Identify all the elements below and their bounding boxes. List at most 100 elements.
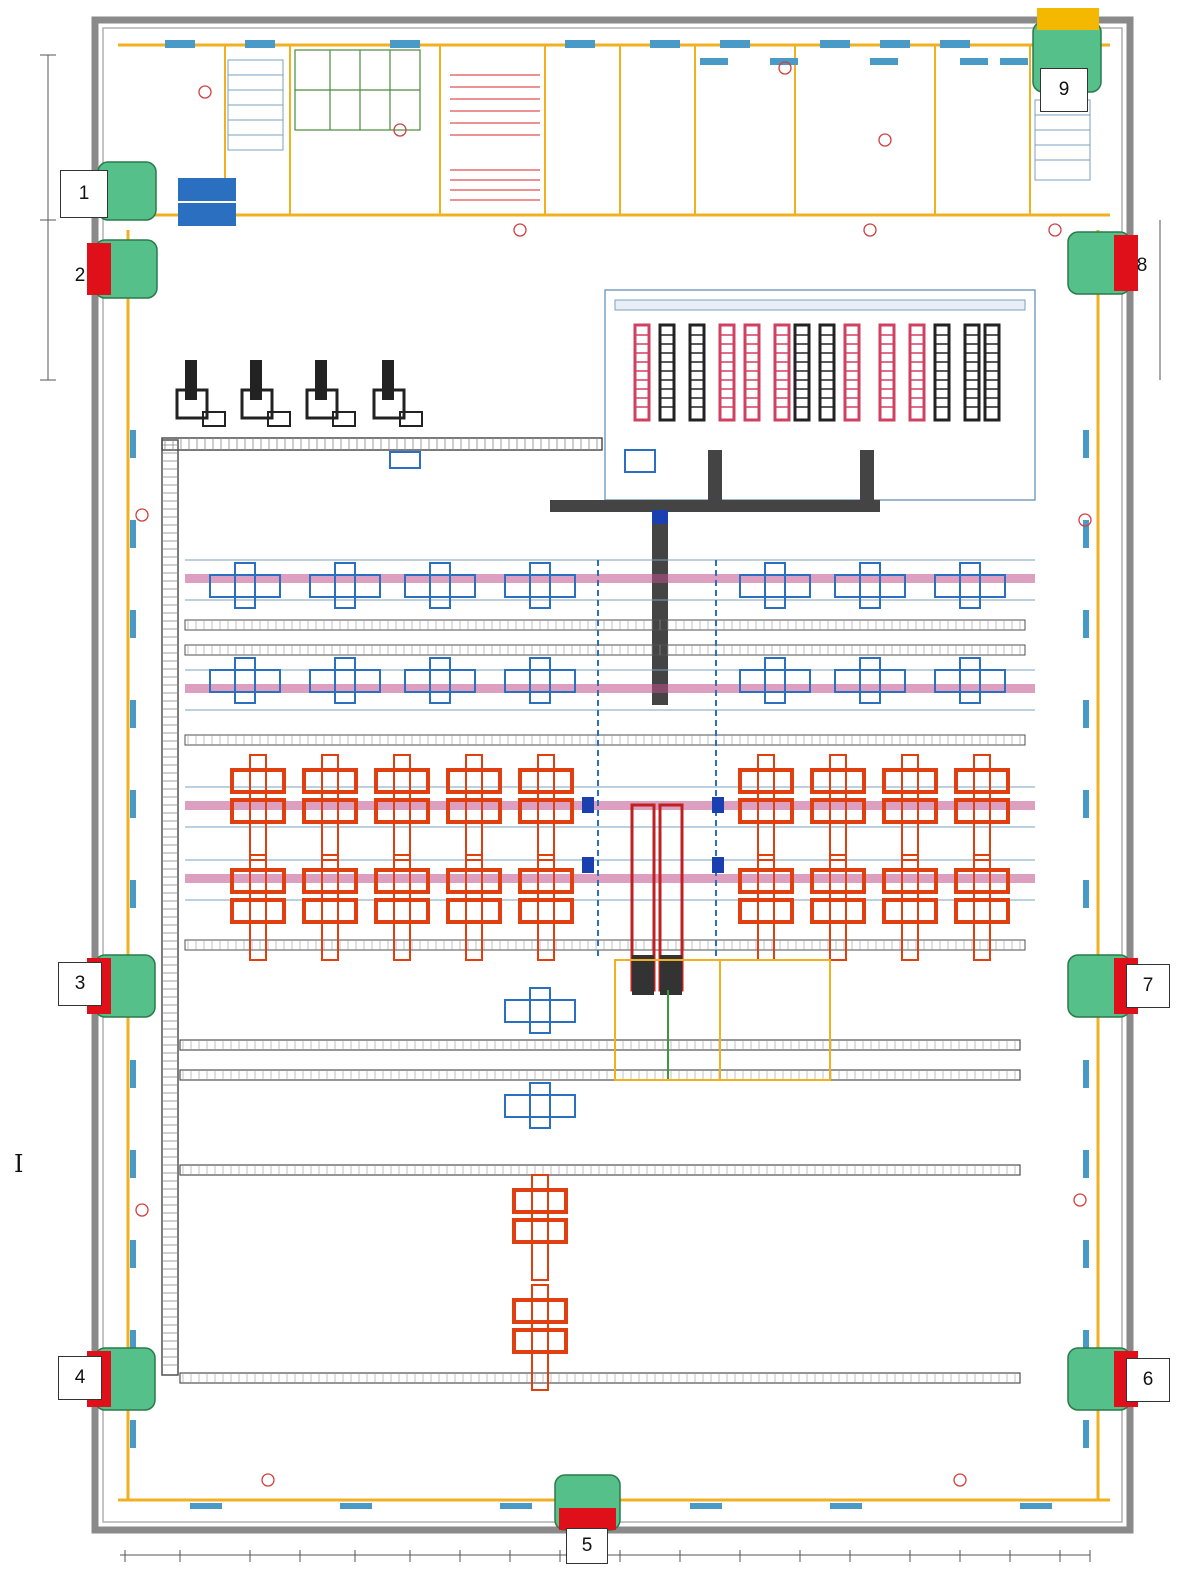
loading-docks <box>87 21 1138 1531</box>
process-rack <box>963 323 981 422</box>
orange-column <box>901 854 919 961</box>
window <box>940 40 970 48</box>
window <box>1000 58 1028 65</box>
orange-arm <box>374 768 430 794</box>
orange-arm <box>954 798 1010 824</box>
track <box>185 874 1035 883</box>
gate-label-7: 7 <box>1126 964 1170 1008</box>
column-marker <box>878 133 892 147</box>
column-marker <box>1048 223 1062 237</box>
column-markers <box>135 61 1092 1487</box>
loader-body <box>372 388 406 420</box>
blue-core <box>334 657 356 704</box>
window <box>130 1240 136 1268</box>
blue-post <box>582 857 594 873</box>
bottom-dimension-ticks <box>124 1550 1091 1562</box>
track <box>185 684 1035 693</box>
window <box>700 58 728 65</box>
process-rack <box>878 323 896 422</box>
window <box>830 1503 862 1509</box>
dock-door <box>559 1508 616 1530</box>
process-rack <box>658 323 676 422</box>
blue-frame <box>209 669 281 693</box>
orange-column <box>321 854 339 961</box>
orange-column <box>973 854 991 961</box>
orange-arm <box>954 898 1010 924</box>
loader-body <box>175 388 209 420</box>
column-marker <box>513 223 527 237</box>
left-roller-conveyor <box>161 437 603 1376</box>
conveyor-belt <box>179 1069 1021 1081</box>
column-marker <box>393 123 407 137</box>
blue-frame <box>209 574 281 598</box>
yellow-block <box>1037 8 1099 30</box>
blue-core <box>529 1082 551 1129</box>
process-rack <box>818 323 836 422</box>
column-marker <box>261 1473 275 1487</box>
window <box>1020 1503 1052 1509</box>
window <box>1083 700 1089 728</box>
orange-arm <box>882 768 938 794</box>
blue-frame <box>934 574 1006 598</box>
blue-frame <box>309 669 381 693</box>
window <box>130 700 136 728</box>
window <box>130 1330 136 1358</box>
window <box>1083 1330 1089 1358</box>
orange-arm <box>810 898 866 924</box>
orange-column <box>465 754 483 861</box>
dock-door <box>1114 235 1138 291</box>
orange-arm <box>302 798 358 824</box>
orange-column <box>757 754 775 861</box>
window <box>1083 430 1089 458</box>
column-marker <box>863 223 877 237</box>
gate-label-9: 9 <box>1040 68 1088 112</box>
process-rack <box>793 323 811 422</box>
blue-core <box>959 562 981 609</box>
window <box>1083 1420 1089 1448</box>
orange-column <box>829 754 847 861</box>
track <box>185 574 1035 583</box>
conveyor-belt <box>184 644 1026 656</box>
orange-arm <box>882 868 938 894</box>
loader-fork <box>332 411 356 427</box>
orange-arm <box>738 868 794 894</box>
orange-arm <box>446 898 502 924</box>
orange-arm <box>738 898 794 924</box>
window <box>340 1503 372 1509</box>
blue-core <box>859 657 881 704</box>
orange-column <box>901 754 919 861</box>
blue-core <box>764 657 786 704</box>
blue-core <box>859 562 881 609</box>
orange-arm <box>302 768 358 794</box>
column-marker <box>135 508 149 522</box>
blue-frame <box>739 669 811 693</box>
orange-column <box>321 754 339 861</box>
process-rack <box>688 323 706 422</box>
window <box>1083 610 1089 638</box>
window <box>870 58 898 65</box>
orange-column <box>393 854 411 961</box>
storage-racks <box>450 74 540 201</box>
blue-frame <box>504 999 576 1023</box>
window <box>650 40 680 48</box>
blue-core <box>764 562 786 609</box>
gate-label-6: 6 <box>1126 1358 1170 1402</box>
blue-core <box>334 562 356 609</box>
blue-core <box>429 562 451 609</box>
conveyor-belt <box>179 1372 1021 1384</box>
orange-column <box>829 854 847 961</box>
loader-fork <box>399 411 423 427</box>
orange-column <box>249 854 267 961</box>
blue-frame <box>504 669 576 693</box>
window <box>165 40 195 48</box>
loading-machines <box>175 360 423 427</box>
blue-machines <box>209 510 1006 1129</box>
orange-arm <box>512 1328 568 1354</box>
window <box>390 40 420 48</box>
production-lines <box>179 559 1035 1384</box>
process-unit <box>624 449 656 473</box>
blue-frame <box>404 574 476 598</box>
blue-core <box>234 562 256 609</box>
window <box>130 1420 136 1448</box>
process-rack <box>843 323 861 422</box>
